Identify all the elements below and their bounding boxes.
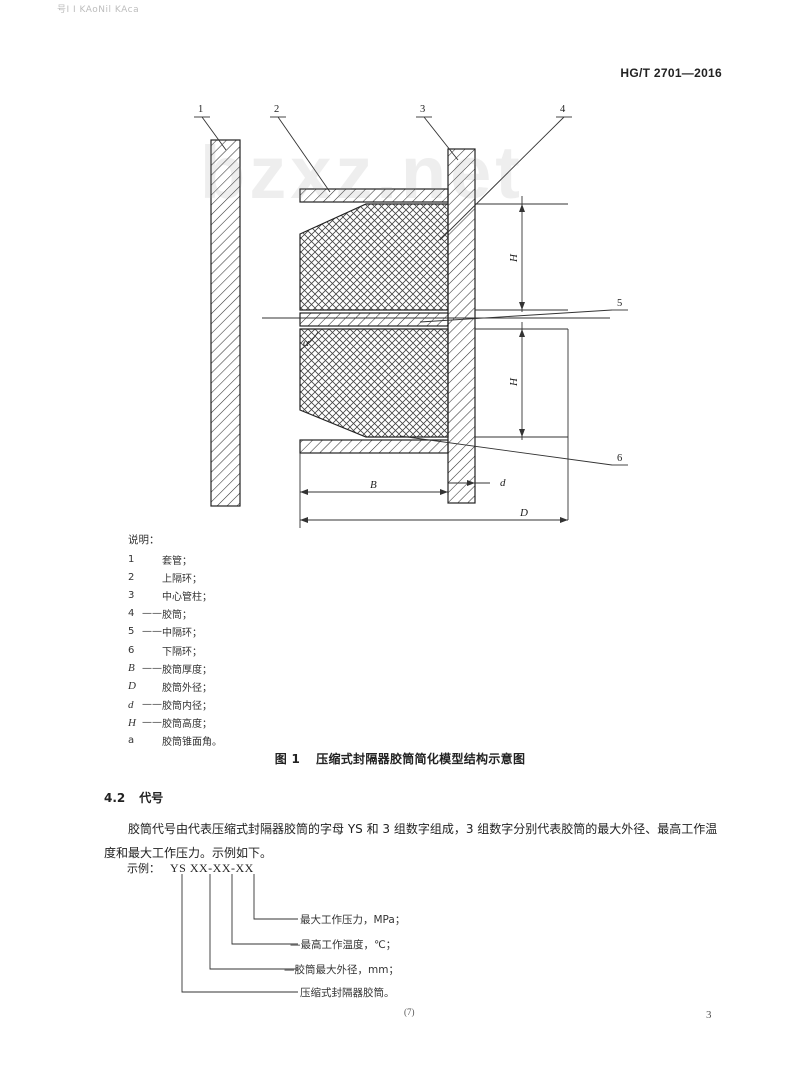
lower-rubber-cylinder	[299, 328, 449, 438]
legend-key: B	[128, 662, 135, 675]
legend-key: 5	[128, 626, 135, 638]
dim-label-H-bottom: H	[508, 377, 520, 387]
legend-text: 中心管柱；	[162, 591, 212, 603]
figure-number: 图 1	[274, 752, 301, 766]
legend-dash: ——	[142, 626, 162, 638]
legend-text: 胶筒锥面角。	[162, 737, 222, 749]
legend-dash: ——	[142, 717, 162, 729]
legend-text: 胶筒内径；	[162, 701, 212, 713]
legend-text: 套管；	[162, 555, 192, 567]
legend-text: 下隔环；	[162, 646, 202, 658]
legend-item: H ——胶筒高度；	[128, 714, 222, 732]
legend-key: 4	[128, 608, 135, 620]
callout-2: 2	[274, 104, 279, 115]
dim-label-D: D	[519, 507, 528, 519]
dim-label-d: d	[500, 477, 506, 489]
lower-spacer-ring	[299, 439, 449, 454]
legend-item: d ——胶筒内径；	[128, 696, 222, 714]
legend-text: 上隔环；	[162, 573, 202, 585]
legend-item: 1 套管；	[128, 550, 222, 568]
dim-label-alpha: α	[303, 337, 309, 349]
center-pipe-part	[447, 148, 476, 504]
example-item-product: 压缩式封隔器胶筒。	[300, 987, 395, 999]
section-title: 代号	[139, 791, 164, 805]
legend-text: 胶筒；	[162, 610, 192, 622]
legend-key: 6	[128, 644, 135, 656]
example-label: 示例：	[127, 862, 160, 875]
example-item-max-diameter: —胶筒最大外径，mm；	[284, 964, 399, 976]
legend-key: H	[128, 716, 136, 729]
legend-item: B ——胶筒厚度；	[128, 659, 222, 677]
structure-figure: 1 2 3 4 5 6 H H α B d D	[194, 104, 628, 528]
legend-item: D 胶筒外径；	[128, 677, 222, 695]
section-paragraph: 胶筒代号由代表压缩式封隔器胶筒的字母 YS 和 3 组数字组成，3 组数字分别代…	[104, 822, 718, 860]
callout-4: 4	[560, 104, 566, 115]
legend-text: 胶筒厚度；	[162, 664, 212, 676]
upper-rubber-cylinder	[299, 203, 449, 311]
middle-spacer-ring	[299, 312, 449, 327]
standard-number: HG/T 2701—2016	[620, 66, 722, 80]
callout-5: 5	[617, 298, 622, 309]
example-item-max-temperature: —最高工作温度，℃；	[290, 939, 397, 951]
legend-dash: ——	[142, 662, 162, 674]
legend-item: 6 下隔环；	[128, 641, 222, 659]
legend-dash: ——	[142, 699, 162, 711]
example-code: YS XX-XX-XX	[170, 861, 254, 875]
legend-item: 4 ——胶筒；	[128, 605, 222, 623]
casing-part	[210, 139, 241, 507]
legend-key: 3	[128, 589, 135, 601]
section-heading: 4.2 代号	[104, 789, 163, 806]
footer-sheet-number: (7)	[404, 1007, 415, 1017]
callout-6: 6	[617, 453, 622, 464]
legend-item: 2 上隔环；	[128, 568, 222, 586]
dim-label-B: B	[370, 479, 377, 491]
legend-title: 说明：	[128, 534, 160, 546]
page-number: 3	[706, 1009, 712, 1021]
callout-3: 3	[420, 104, 425, 115]
top-margin-mark: 号I I KAoNil KAca	[57, 5, 140, 15]
legend-item: 5 ——中隔环；	[128, 623, 222, 641]
legend-dash: ——	[142, 608, 162, 620]
example-code-brackets	[181, 874, 298, 993]
legend-item: 3 中心管柱；	[128, 586, 222, 604]
legend-key: d	[128, 698, 134, 711]
section-number: 4.2	[104, 791, 126, 805]
callout-1: 1	[198, 104, 203, 115]
dim-label-H-top: H	[508, 253, 520, 263]
legend-text: 胶筒外径；	[162, 682, 212, 694]
figure-caption-text: 压缩式封隔器胶筒简化模型结构示意图	[316, 752, 526, 766]
legend-item: a 胶筒锥面角。	[128, 732, 222, 750]
legend-key: D	[128, 680, 136, 693]
example-line: 示例： YS XX-XX-XX	[127, 860, 254, 876]
legend-key: a	[128, 735, 135, 747]
figure-caption: 图 1 压缩式封隔器胶筒简化模型结构示意图	[0, 750, 800, 767]
example-item-max-pressure: 最大工作压力，MPa；	[300, 914, 406, 926]
legend-text: 中隔环；	[162, 628, 202, 640]
upper-spacer-ring	[299, 188, 449, 203]
legend-text: 胶筒高度；	[162, 719, 212, 731]
legend-key: 2	[128, 571, 135, 583]
legend-key: 1	[128, 553, 135, 565]
